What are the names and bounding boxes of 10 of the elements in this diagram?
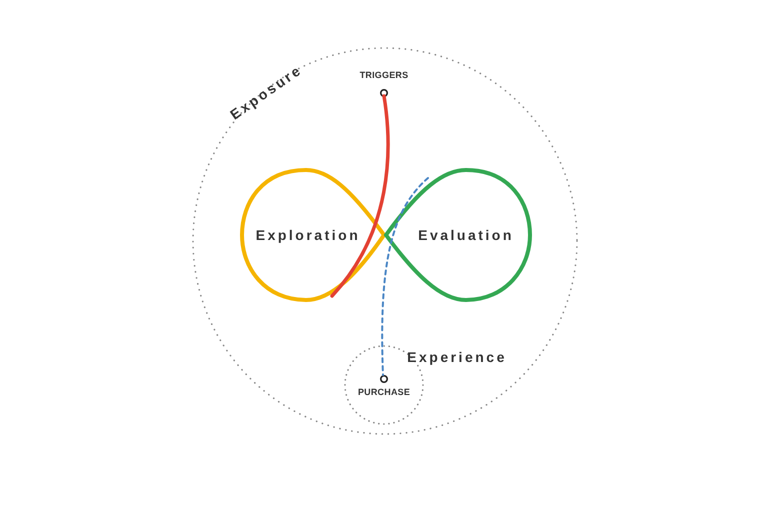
dotted-circle xyxy=(192,47,578,435)
loop-label: Exploration xyxy=(256,227,360,243)
loop-outline xyxy=(384,168,532,302)
loop-label: Evaluation xyxy=(418,227,514,243)
point-label: PURCHASE xyxy=(358,387,410,397)
curved-line xyxy=(330,94,390,298)
point-label: TRIGGERS xyxy=(360,70,408,80)
dashed-line xyxy=(381,177,429,376)
circle-title: Experience xyxy=(407,349,507,365)
loop-outline xyxy=(240,168,386,302)
